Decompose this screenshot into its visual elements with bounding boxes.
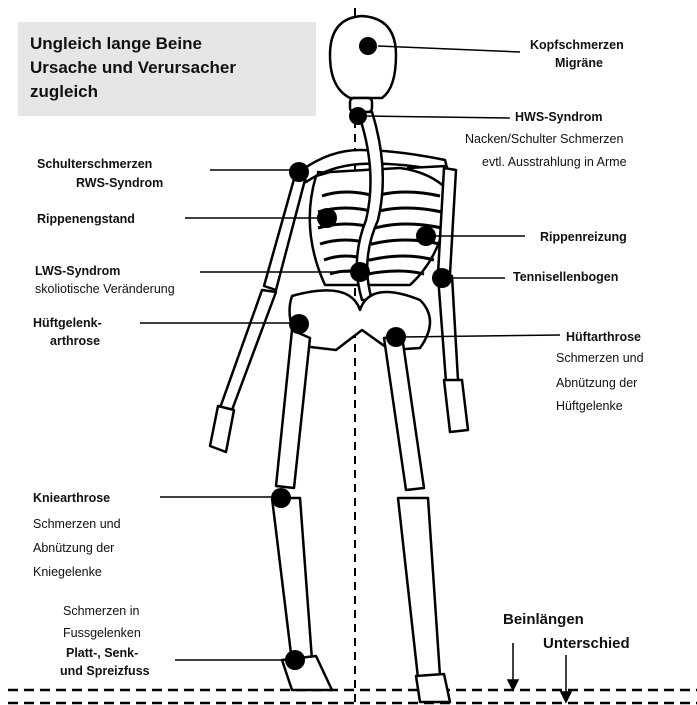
label-lws-detail: skoliotische Veränderung [35,278,175,300]
right-tibia [398,498,440,678]
label-rippenreizung: Rippenreizung [540,226,627,248]
label-unterschied: Unterschied [543,633,630,655]
marker-rippenengstand [317,208,337,228]
label-hws-syndrom: HWS-Syndrom [515,106,603,128]
label-hueftarthrose: Hüftarthrose [566,326,641,348]
right-femur [384,336,424,490]
marker-hws [349,107,367,125]
marker-hueftgelenk [289,314,309,334]
label-rippenengstand: Rippenengstand [37,208,135,230]
skull [330,16,396,98]
label-hueftarthrose-detail-2: Abnützung der [556,372,637,394]
left-tibia [272,498,312,662]
label-kniearthrose: Kniearthrose [33,487,110,509]
label-knie-detail-3: Kniegelenke [33,561,102,583]
right-forearm [438,276,458,382]
marker-schulter [289,162,309,182]
label-hws-detail-2: evtl. Ausstrahlung in Arme [482,151,627,173]
label-tennisellenbogen: Tennisellenbogen [513,266,618,288]
marker-lws [350,262,370,282]
label-hueftarthrose-detail-3: Hüftgelenke [556,395,623,417]
label-fuss-detail-2: Fussgelenken [63,622,141,644]
label-hws-detail-1: Nacken/Schulter Schmerzen [465,128,623,150]
label-migraene: Migräne [555,52,603,74]
label-knie-detail-2: Abnützung der [33,537,114,559]
right-foot [416,674,450,702]
marker-knie [271,488,291,508]
label-beinlaengen: Beinlängen [503,609,584,631]
label-spreizfuss: und Spreizfuss [60,660,150,682]
label-hueftarthrose-detail-1: Schmerzen und [556,347,644,369]
label-knie-detail-1: Schmerzen und [33,513,121,535]
marker-rippenreizung [416,226,436,246]
left-hand [210,406,234,452]
marker-kopf [359,37,377,55]
left-forearm [220,290,276,410]
label-hueftgelenk-arthrose: arthrose [50,330,100,352]
label-rws-syndrom: RWS-Syndrom [76,172,163,194]
skeleton [210,16,468,702]
marker-fuss [285,650,305,670]
marker-hueftarthrose [386,327,406,347]
left-femur [276,330,310,488]
right-hand [444,380,468,432]
label-fuss-detail-1: Schmerzen in [63,600,139,622]
marker-tennis [432,268,452,288]
